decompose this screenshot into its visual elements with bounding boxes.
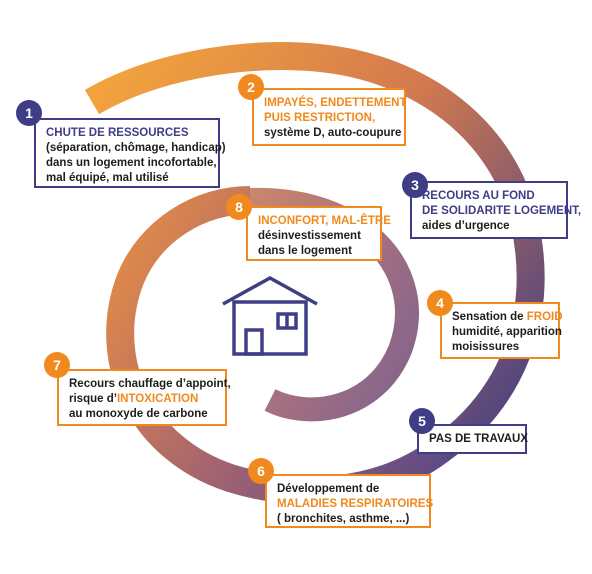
- step-8-box: INCONFORT, MAL-ÊTRE désinvestissement dans…: [246, 206, 391, 261]
- step-text: (séparation, chômage, handicap): [46, 142, 226, 154]
- step-1-box: CHUTE DE RESSOURCES (séparation, chômage,…: [34, 118, 226, 188]
- step-6-text-line: ( bronchites, asthme, ...): [277, 512, 421, 527]
- highlighted-text: FROID: [526, 311, 563, 323]
- step-3-text-line: DE SOLIDARITE LOGEMENT,: [422, 204, 581, 219]
- step-1-text-line: CHUTE DE RESSOURCES: [46, 126, 210, 141]
- step-4-number-badge: 4: [427, 290, 453, 316]
- step-text: Recours chauffage d’appoint,: [69, 378, 231, 390]
- highlighted-text: DE SOLIDARITE LOGEMENT,: [422, 205, 582, 217]
- step-5-number-badge: 5: [409, 408, 435, 434]
- step-text: Développement de: [277, 483, 380, 495]
- step-2-number-badge: 2: [238, 74, 264, 100]
- step-text: dans le logement: [258, 245, 352, 257]
- step-text: PAS DE TRAVAUX: [429, 433, 529, 445]
- step-1-text-line: mal équipé, mal utilisé: [46, 171, 210, 186]
- step-2-text-line: IMPAYÉS, ENDETTEMENT: [264, 96, 407, 111]
- step-text: Sensation de: [452, 311, 527, 323]
- step-text: au monoxyde de carbone: [69, 408, 208, 420]
- step-7-text-line: au monoxyde de carbone: [69, 407, 217, 422]
- step-5-text-line: PAS DE TRAVAUX: [429, 432, 528, 447]
- step-6-text-line: Développement de: [277, 482, 421, 497]
- step-text: dans un logement incofortable,: [46, 157, 217, 169]
- step-4-text-line: humidité, apparition: [452, 325, 562, 340]
- step-6-box: Développement de MALADIES RESPIRATOIRES ( …: [265, 474, 433, 528]
- step-3-number-badge: 3: [402, 172, 428, 198]
- step-3-text-line: RECOURS AU FOND: [422, 189, 558, 204]
- highlighted-text: IMPAYÉS, ENDETTEMENT: [264, 97, 407, 109]
- highlighted-text: INCONFORT, MAL-ÊTRE: [258, 215, 391, 227]
- step-2-text-line: système D, auto-coupure: [264, 126, 401, 141]
- highlighted-text: RECOURS AU FOND: [422, 190, 535, 202]
- highlighted-text: CHUTE DE RESSOURCES: [46, 127, 189, 139]
- step-1-text-line: dans un logement incofortable,: [46, 156, 217, 171]
- step-7-number-badge: 7: [44, 352, 70, 378]
- step-4-text-line: Sensation de FROID: [452, 310, 563, 325]
- highlighted-text: MALADIES RESPIRATOIRES: [277, 498, 434, 510]
- step-2-box: IMPAYÉS, ENDETTEMENT PUIS RESTRICTION, sys…: [252, 88, 407, 146]
- highlighted-text: INTOXICATION: [116, 393, 199, 405]
- step-6-number-badge: 6: [248, 458, 274, 484]
- step-text: ( bronchites, asthme, ...): [277, 513, 410, 525]
- step-text: aides d’urgence: [422, 220, 510, 232]
- step-8-text-line: dans le logement: [258, 244, 372, 259]
- step-text: humidité, apparition: [452, 326, 562, 338]
- step-text: mal équipé, mal utilisé: [46, 172, 169, 184]
- step-2-text-line: PUIS RESTRICTION,: [264, 111, 396, 126]
- step-8-text-line: désinvestissement: [258, 229, 372, 244]
- step-3-box: RECOURS AU FOND DE SOLIDARITE LOGEMENT, ai…: [410, 181, 581, 239]
- step-7-text-line: risque d’INTOXICATION: [69, 392, 217, 407]
- step-text: moisissures: [452, 341, 520, 353]
- step-6-text-line: MALADIES RESPIRATOIRES: [277, 497, 433, 512]
- step-5-box: PAS DE TRAVAUX: [417, 424, 528, 454]
- step-8-text-line: INCONFORT, MAL-ÊTRE: [258, 214, 391, 229]
- step-4-text-line: moisissures: [452, 340, 550, 355]
- step-8-number-badge: 8: [226, 194, 252, 220]
- step-text: désinvestissement: [258, 230, 361, 242]
- step-3-text-line: aides d’urgence: [422, 219, 558, 234]
- step-text: risque d’: [69, 393, 117, 405]
- highlighted-text: PUIS RESTRICTION,: [264, 112, 376, 124]
- step-7-box: Recours chauffage d’appoint, risque d’INT…: [57, 369, 231, 426]
- house-icon: [222, 276, 318, 356]
- step-7-text-line: Recours chauffage d’appoint,: [69, 377, 231, 392]
- step-text: système D, auto-coupure: [264, 127, 402, 139]
- step-1-text-line: (séparation, chômage, handicap): [46, 141, 226, 156]
- step-1-number-badge: 1: [16, 100, 42, 126]
